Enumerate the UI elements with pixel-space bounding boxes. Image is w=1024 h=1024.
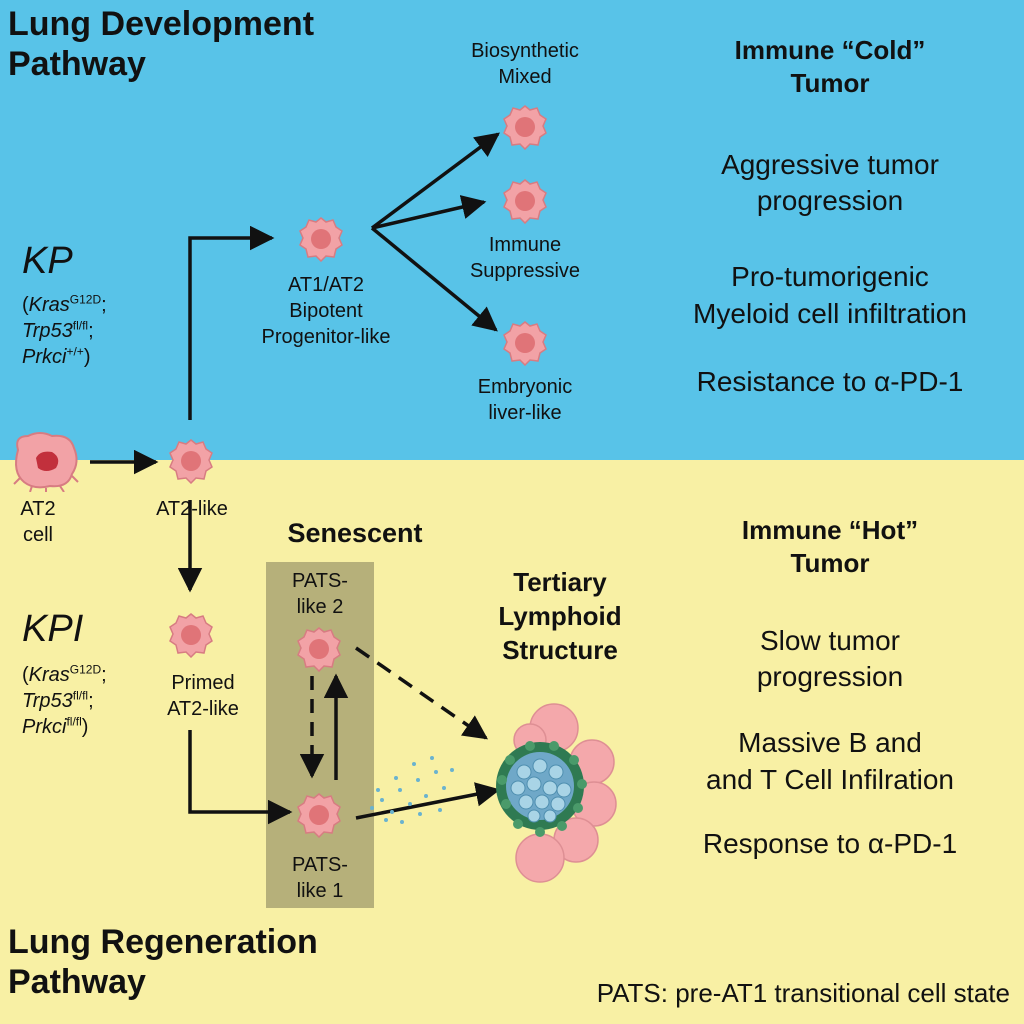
pats-like-2-cell-icon	[297, 627, 341, 672]
kp-model-label: KP	[22, 240, 73, 282]
development-title-line2: Pathway	[8, 45, 146, 84]
arrow-to-biosynthetic	[370, 132, 500, 230]
pats-like-1-cell-icon	[297, 793, 341, 838]
regeneration-title-line2: Pathway	[8, 963, 146, 1002]
regeneration-band	[0, 460, 1024, 1024]
immune-suppressive-cell-icon	[503, 179, 547, 224]
pats-footnote: PATS: pre-AT1 transitional cell state	[596, 978, 1010, 1008]
development-band	[0, 0, 1024, 460]
regeneration-title-line1: Lung Regeneration	[8, 923, 318, 961]
kpi-genotype: (KrasG12D; Trp53fl/fl; Prkcifl/fl)	[22, 662, 107, 738]
at2-like-cell-icon	[169, 439, 213, 484]
arrow-primed-to-pats1	[188, 730, 293, 825]
senescent-label: Senescent	[287, 518, 423, 548]
hot-feature-3: Response to α-PD-1	[702, 828, 958, 860]
arrow-to-immune-suppressive	[371, 195, 487, 230]
cold-feature-3: Resistance to α-PD-1	[696, 366, 964, 398]
regeneration-pathway-title: Lung Regeneration Pathway	[8, 922, 318, 1002]
at2-cell-icon	[13, 432, 79, 492]
arrow-to-embryonic	[370, 226, 498, 332]
arrow-at2like-to-bipotent	[188, 225, 275, 420]
development-pathway-title: Lung Development Pathway	[8, 4, 314, 84]
embryonic-cell-icon	[503, 321, 547, 366]
bipotent-cell-icon	[299, 217, 343, 262]
senescent-box	[266, 562, 374, 908]
tls-cluster-icon	[496, 703, 617, 883]
pats-like-2-label: PATS-like 2	[292, 570, 348, 618]
kpi-model-label: KPI	[22, 608, 84, 650]
at2-like-label: AT2-like	[156, 498, 228, 520]
arrow-pats2-to-tls	[355, 646, 489, 740]
secreted-factors	[370, 756, 454, 824]
kp-genotype: (KrasG12D; Trp53fl/fl; Prkci+/+)	[22, 292, 107, 368]
hot-title: Immune “Hot”Tumor	[741, 515, 919, 579]
arrow-pats1-to-tls	[355, 782, 501, 820]
primed-cell-icon	[169, 613, 213, 658]
biosynthetic-cell-icon	[503, 105, 547, 150]
development-title-line1: Lung Development	[8, 5, 315, 43]
pats-like-1-label: PATS-like 1	[292, 854, 348, 902]
cold-title: Immune “Cold”Tumor	[734, 35, 926, 99]
